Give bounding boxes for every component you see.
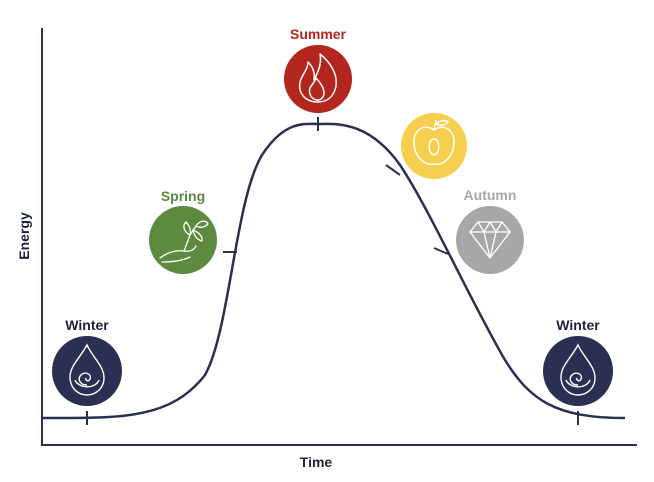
energy-curve <box>41 122 626 420</box>
season-spring: Spring <box>149 188 217 274</box>
season-autumn: Autumn <box>456 187 524 274</box>
season-label: Spring <box>161 188 205 204</box>
sprouting-hand-icon <box>159 220 209 263</box>
season-badge <box>52 336 122 406</box>
flame-icon <box>298 53 338 103</box>
water-drop-spiral-icon <box>69 343 105 396</box>
season-summer: Summer <box>284 26 352 113</box>
season-label: Winter <box>556 317 600 333</box>
season-badge <box>456 206 524 274</box>
season-label: Winter <box>65 317 109 333</box>
x-axis-label: Time <box>300 454 333 470</box>
water-drop-spiral-icon <box>560 343 596 396</box>
season-late-summer <box>401 113 467 179</box>
season-badge <box>543 336 613 406</box>
curve-ticks <box>86 117 579 425</box>
season-badge <box>401 113 467 179</box>
tick-late-summer <box>385 164 401 176</box>
season-label: Summer <box>290 26 347 42</box>
diamond-icon <box>469 221 511 259</box>
season-badge <box>149 206 217 274</box>
apple-core-icon <box>413 119 455 165</box>
axes: Time Energy <box>16 28 637 470</box>
season-badge <box>284 45 352 113</box>
tick-autumn <box>433 247 449 255</box>
season-label: Autumn <box>464 187 517 203</box>
y-axis-label: Energy <box>16 212 32 260</box>
season-winter-start: Winter <box>52 317 122 406</box>
season-winter-end: Winter <box>543 317 613 406</box>
